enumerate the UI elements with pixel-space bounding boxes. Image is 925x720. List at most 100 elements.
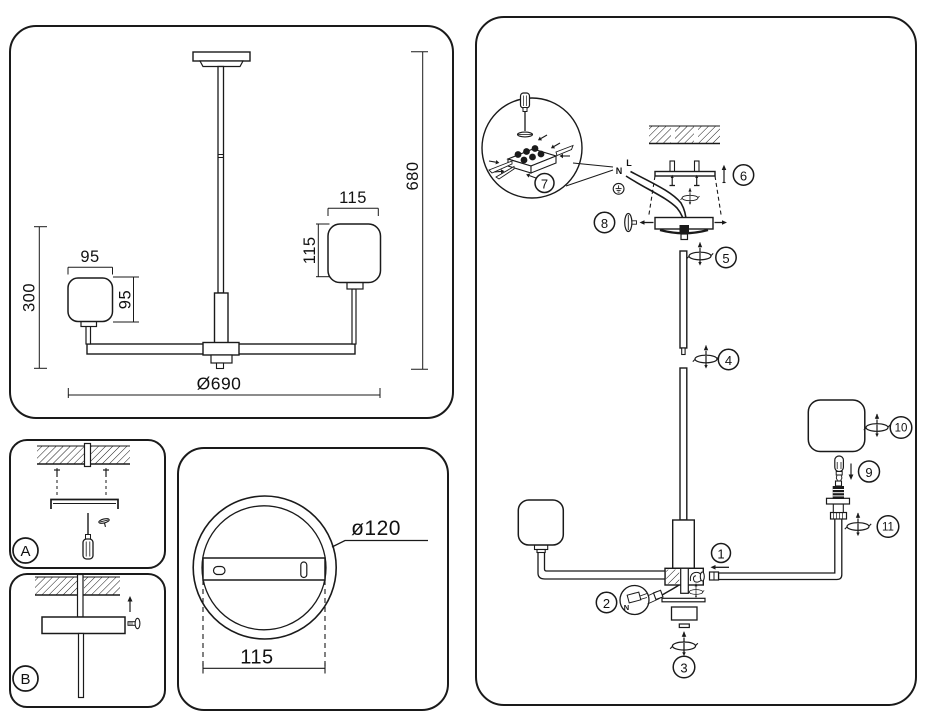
left-arm — [537, 550, 666, 580]
terminal-block-icon — [488, 132, 574, 181]
screw-icon — [98, 518, 110, 527]
drill-guides — [54, 468, 109, 498]
callout-leader — [565, 169, 614, 187]
stem-below — [77, 632, 85, 699]
step-badge-10 — [889, 415, 913, 440]
arm-socket-hole — [699, 571, 705, 582]
ceiling-and-bracket: 6 — [647, 125, 755, 218]
bottom-cover-parts: 3 — [661, 597, 706, 679]
hub-knob — [215, 362, 225, 370]
panel-border — [475, 16, 917, 706]
dim-680-label: 680 — [404, 161, 422, 190]
cover-box — [670, 606, 698, 621]
suspension-rod — [76, 573, 84, 618]
connector-neutral-label: N — [624, 603, 629, 612]
step-4-label: 4 — [725, 353, 732, 368]
diameter-leader — [331, 539, 428, 548]
mount-slot-left — [212, 565, 226, 576]
rotate-screw-icon — [692, 344, 720, 370]
panel-border — [9, 439, 166, 569]
callout-leader — [647, 598, 660, 605]
central-hub — [652, 519, 705, 601]
ceiling-canopy — [192, 51, 251, 62]
mounting-bar — [202, 557, 326, 581]
step-badge-8 — [593, 211, 616, 234]
hub-cylinder — [213, 292, 229, 345]
wire-right — [555, 144, 574, 157]
right-shade — [807, 399, 866, 453]
rotate-screw-icon — [863, 412, 891, 438]
bulb-icon — [834, 455, 844, 481]
panel-dimension-drawing: 95 95 300 115 115 680 — [9, 25, 454, 419]
hub-wire — [661, 584, 680, 597]
anchor-screw-icon — [103, 469, 109, 477]
mounting-bracket — [654, 170, 716, 177]
canopy-plate — [41, 616, 126, 635]
shade-collar-step — [536, 548, 546, 554]
lamp-socket — [832, 480, 844, 499]
dim-115-spacing-label: 115 — [240, 647, 273, 669]
ceiling-hatch — [91, 446, 130, 464]
socket-collar — [832, 503, 844, 514]
stem-rods: 5 4 — [679, 241, 740, 521]
step-7-label: 7 — [541, 177, 548, 192]
step-badge-9 — [857, 460, 881, 483]
mount-slot-right — [300, 561, 308, 579]
wall-anchor — [669, 160, 676, 173]
canopy-collar — [198, 60, 245, 68]
panel-border — [9, 25, 454, 419]
connector-detail-callout: N 2 — [595, 584, 660, 616]
step-2-label: 2 — [603, 596, 610, 611]
step-5-label: 5 — [722, 251, 729, 266]
right-riser — [351, 288, 357, 345]
step-badge-11 — [876, 514, 900, 539]
panel-assembly: 7 — [475, 16, 917, 706]
ceiling-hatch — [35, 577, 77, 595]
step-a-label: A — [20, 543, 30, 560]
step-6-label: 6 — [740, 169, 747, 184]
left-shade — [517, 499, 565, 546]
arrow-left-icon — [639, 220, 654, 225]
step-a-badge — [12, 537, 39, 564]
step-b-badge — [12, 665, 39, 692]
left-shade — [67, 277, 114, 323]
hub-channel — [680, 567, 689, 594]
chandelier-outline — [67, 51, 382, 370]
canopy-nut — [679, 225, 689, 234]
wire-connector — [626, 591, 642, 604]
dimension-annotations: 95 95 300 115 115 680 — [21, 51, 428, 398]
ceiling-hatch — [649, 126, 671, 144]
step-10-label: 10 — [895, 423, 908, 435]
ceiling-hatch — [675, 126, 694, 144]
left-riser — [85, 325, 92, 345]
knurled-ring — [829, 511, 848, 520]
screwdriver-icon — [516, 92, 534, 138]
step-badge-2 — [595, 591, 618, 614]
hub-lower — [210, 354, 233, 364]
arrow-up-icon — [721, 164, 727, 184]
step-badge-1 — [710, 542, 732, 564]
rotate-screw-icon — [686, 241, 714, 267]
step-badge-5 — [715, 246, 737, 269]
panel-border — [177, 447, 449, 711]
arrow-up-icon — [127, 596, 133, 612]
dim-95-height-label: 95 — [117, 290, 135, 309]
wire-live-label: L — [626, 158, 632, 168]
wall-anchor — [693, 160, 700, 173]
callout-leader — [648, 591, 658, 596]
lower-rod — [679, 367, 688, 521]
dim-115-height-label: 115 — [301, 236, 319, 264]
step-badge-6 — [732, 164, 755, 186]
ceiling-hatch — [84, 577, 120, 595]
step-badge-3 — [672, 655, 696, 679]
wire-left — [495, 165, 515, 180]
threaded-rod — [83, 442, 92, 468]
canopy-outer-circle — [192, 495, 338, 640]
step-b-label: B — [20, 671, 30, 688]
step-3-label: 3 — [680, 661, 687, 676]
dim-690-label: Ø690 — [197, 374, 242, 394]
mounting-bracket — [50, 498, 119, 509]
supply-wires: N L — [612, 158, 687, 227]
cover-cap — [678, 623, 690, 629]
